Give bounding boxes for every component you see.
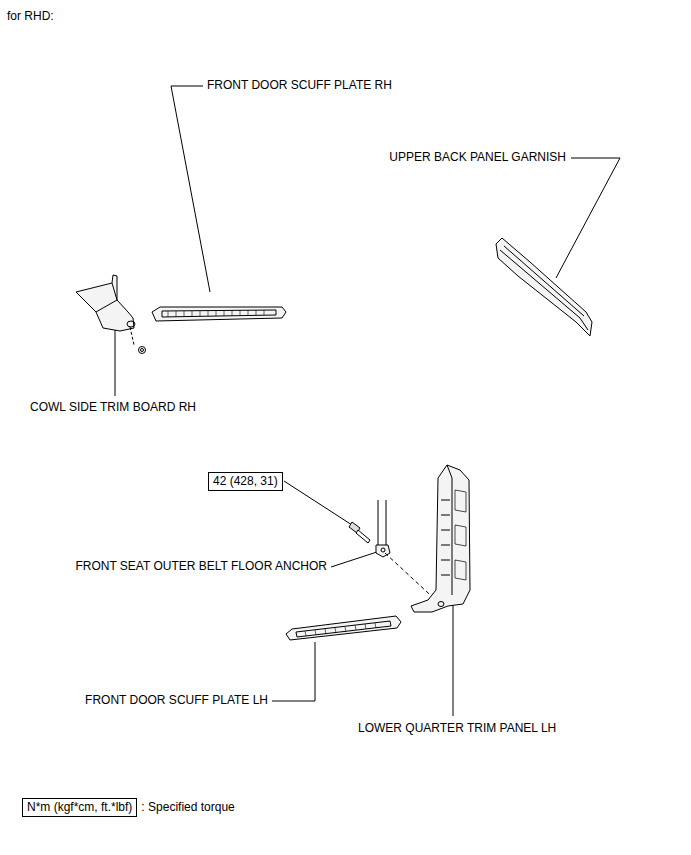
part-name: UPPER BACK PANEL GARNISH [389,150,566,165]
part-name: FRONT SEAT OUTER BELT FLOOR ANCHOR [75,559,327,574]
scuff-plate-lh [286,616,401,640]
part-name: FRONT DOOR SCUFF PLATE LH [85,693,268,708]
scuff-plate-rh [152,307,286,321]
legend-torque-box: N*m (kgf*cm, ft.*lbf): Specified torque [22,798,137,817]
torque-box: 42 (428, 31) [208,472,283,491]
part-name: FRONT DOOR SCUFF PLATE RH [207,78,392,93]
note-text: for RHD: [7,9,54,24]
legend-text: : Specified torque [141,800,234,815]
torque-value: N*m (kgf*cm, ft.*lbf) [23,799,136,816]
part-name: LOWER QUARTER TRIM PANEL LH [358,721,556,736]
cowl-side-trim [76,275,146,354]
upper-back-panel-garnish [496,238,592,336]
part-name: COWL SIDE TRIM BOARD RH [30,400,196,415]
torque-value: 42 (428, 31) [209,473,282,490]
lower-quarter-trim [411,465,470,612]
bolt [349,522,370,543]
belt-anchor [376,500,440,604]
